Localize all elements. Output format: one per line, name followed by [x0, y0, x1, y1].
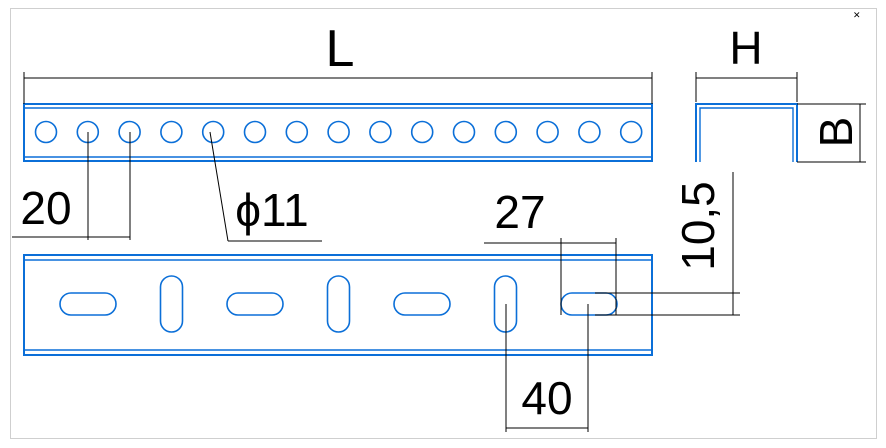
dimension-slot-length: 27 [484, 186, 617, 315]
slotted-strip [23, 254, 653, 356]
horizontal-slot [393, 292, 451, 316]
vertical-slot [159, 275, 184, 333]
round-hole [160, 120, 183, 144]
pitch-slot-label: 40 [521, 372, 572, 424]
round-hole [243, 120, 267, 144]
round-hole [494, 120, 518, 144]
hole-diameter-label: ϕ11 [235, 184, 309, 236]
hole-diameter-leader [209, 131, 229, 242]
round-hole [34, 120, 58, 144]
round-hole-strip-outline [23, 103, 653, 162]
dimension-length: L [23, 20, 653, 104]
round-holes [34, 120, 643, 144]
dimension-hole-diameter: ϕ11 [209, 131, 322, 242]
slotted-strip-outline [23, 254, 653, 356]
round-hole [327, 120, 350, 144]
channel-profile [695, 103, 798, 162]
slots [59, 275, 618, 333]
channel-profile-inner [699, 107, 794, 162]
pitch-round-label: 20 [20, 182, 71, 234]
drawing-border [10, 8, 877, 439]
round-hole [285, 120, 309, 144]
round-hole [201, 120, 225, 144]
horizontal-slot [226, 292, 284, 316]
dimension-height: H [695, 22, 798, 102]
round-hole [452, 120, 476, 144]
round-hole [369, 120, 392, 144]
round-hole [536, 120, 559, 144]
dimension-pitch-slot: 40 [505, 304, 589, 432]
channel-profile-outer [695, 103, 798, 162]
round-hole [578, 120, 601, 144]
dimension-slot-width: 10,5 [595, 172, 740, 316]
round-hole-strip [23, 103, 653, 162]
height-label: H [729, 22, 762, 74]
round-hole [619, 120, 643, 144]
round-hole [410, 120, 434, 144]
horizontal-slot [59, 292, 117, 316]
horizontal-slot [560, 292, 618, 316]
dimension-width: B [797, 103, 866, 163]
slot-length-label: 27 [494, 186, 545, 238]
vertical-slot [326, 275, 351, 333]
dimension-pitch-round: 20 [12, 132, 131, 240]
corner-marker-icon: ✕ [853, 11, 861, 21]
width-label: B [810, 117, 862, 148]
length-label: L [326, 20, 355, 78]
slot-width-label: 10,5 [672, 181, 724, 271]
